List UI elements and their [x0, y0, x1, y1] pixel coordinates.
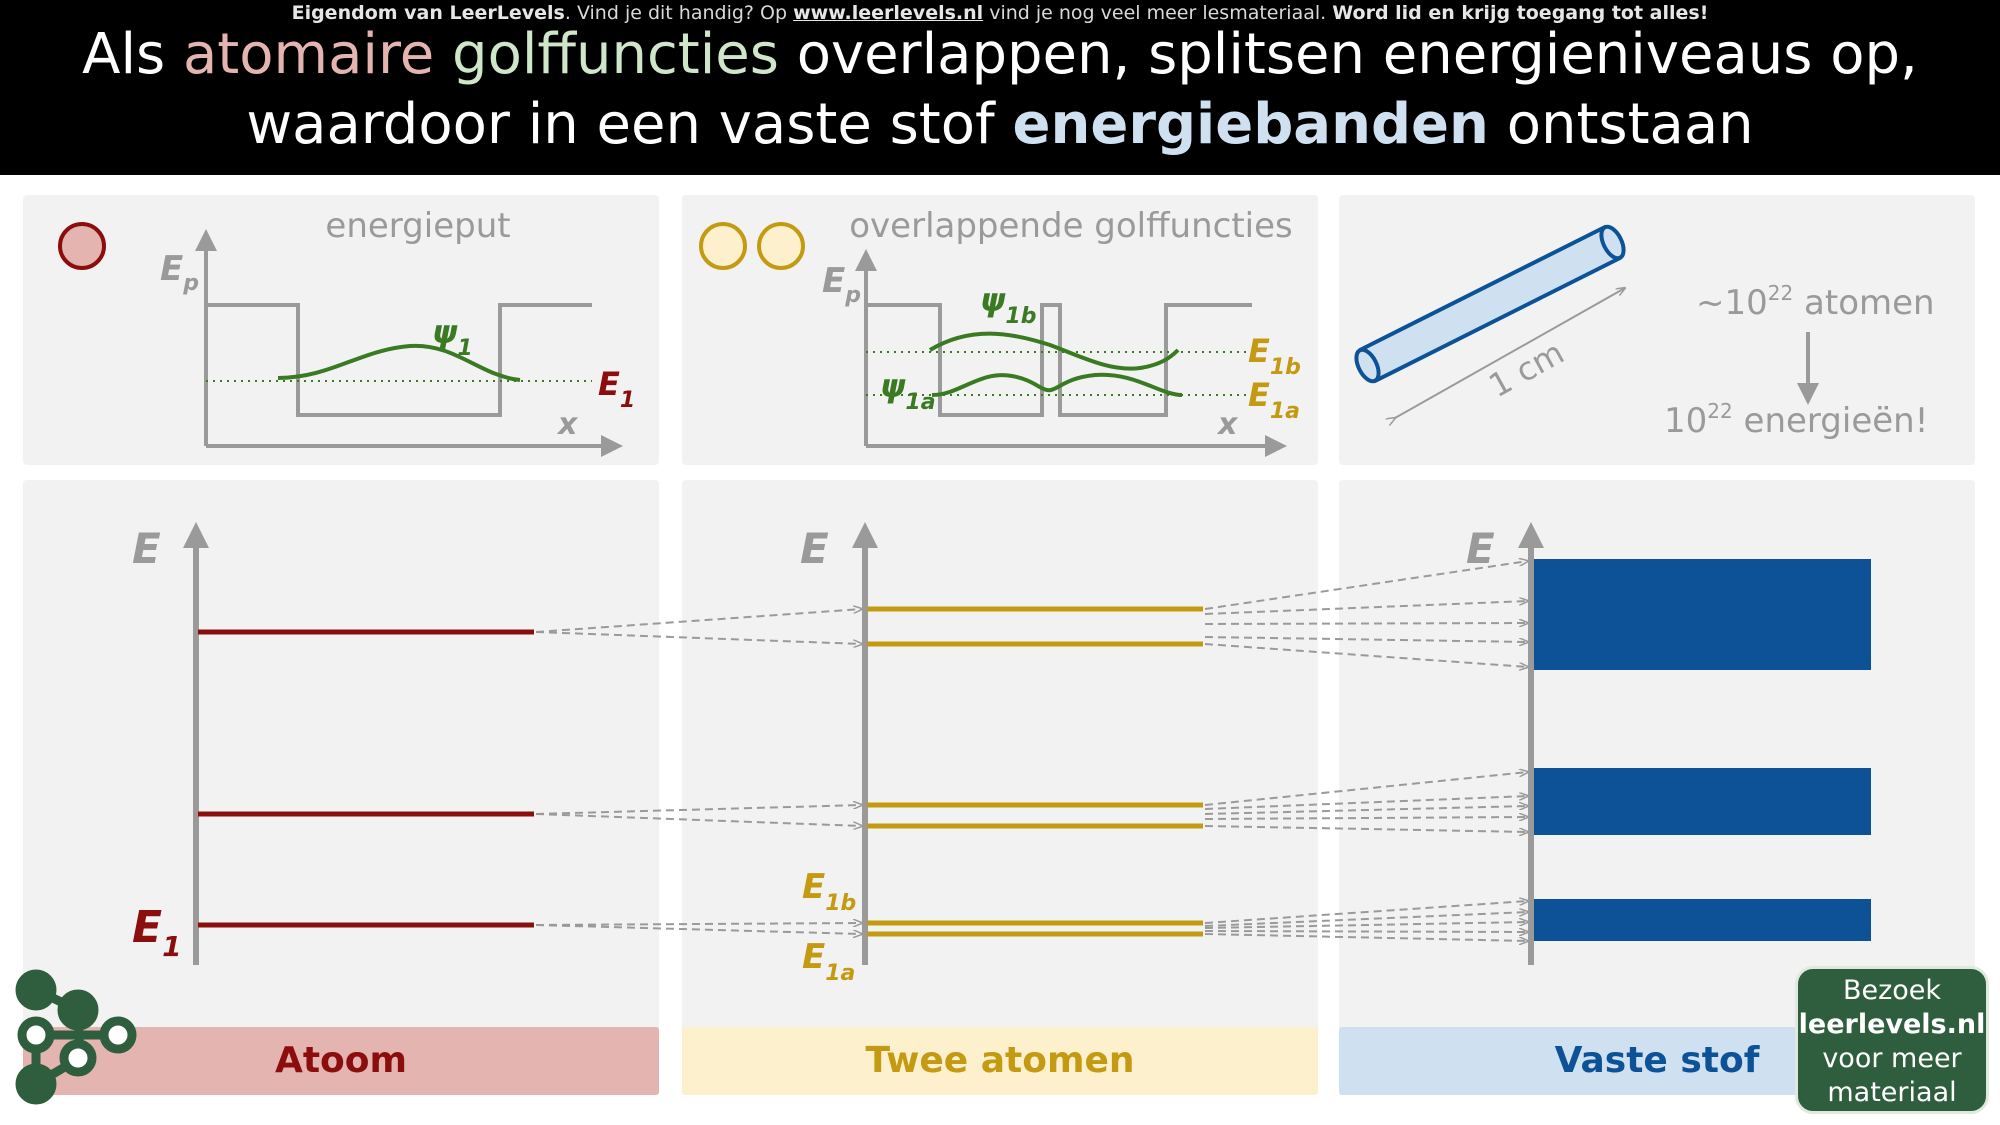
bottom-e1a-label: E1a	[802, 937, 855, 986]
ownership-credit: Eigendom van LeerLevels. Vind je dit han…	[0, 2, 2000, 24]
credit-text-after: vind je nog veel meer lesmateriaal.	[983, 2, 1333, 24]
bottom-e1b-label: E1b	[802, 867, 856, 916]
badge-url[interactable]: leerlevels.nl	[1798, 1009, 1986, 1040]
psi1-label: ψ1	[432, 313, 473, 361]
psi1b-label: ψ1b	[980, 281, 1036, 329]
solid-rod-diagram: 1 cm ~1022 atomen 1022 energieën!	[1354, 224, 1935, 441]
well-title: energieput	[325, 206, 510, 246]
title-highlight-golffuncties: golffuncties	[452, 22, 779, 87]
energy-band-3	[1534, 559, 1871, 670]
psi1a-label: ψ1a	[880, 367, 936, 415]
double-well-diagram: overlappende golffuncties Ep x ψ1b ψ1a E…	[699, 206, 1301, 457]
energies-count-label: 1022 energieën!	[1664, 399, 1928, 441]
panel-energy-well	[23, 195, 659, 465]
rod-length-arrow	[1395, 288, 1625, 418]
title-text: Als	[82, 22, 183, 87]
red-circle-icon	[58, 222, 106, 270]
leerlevels-logo	[15, 969, 137, 1105]
badge-line-1: Bezoek	[1842, 975, 1942, 1006]
energy-band-1	[1534, 899, 1871, 941]
two-atoms-level-diagram: E E1b E1a	[800, 522, 1203, 986]
energy-well-diagram: energieput Ep x ψ1 E1	[58, 206, 635, 457]
solid-band-diagram: E	[1466, 522, 1871, 965]
panel-atom-levels	[23, 480, 659, 1095]
atom-level-diagram: E E1	[132, 522, 534, 965]
double-well-x-label: x	[1216, 407, 1239, 442]
double-well-title: overlappende golffuncties	[849, 206, 1293, 246]
page-title-line-1: Als atomaire golffuncties overlappen, sp…	[0, 22, 2000, 87]
two-yellow-circles-icon	[699, 222, 805, 270]
title-text-3: waardoor in een vaste stof	[246, 92, 1013, 157]
credit-owner: Eigendom van LeerLevels	[291, 2, 565, 24]
atom-axis-label: E	[132, 524, 161, 573]
panel-two-atoms-levels	[682, 480, 1318, 1095]
well-y-label: Ep	[160, 249, 199, 296]
caption-twee-atomen: Twee atomen	[682, 1027, 1318, 1095]
psi1a-wavefunction	[931, 372, 1183, 397]
well-potential	[206, 303, 592, 417]
top-e1a-label: E1a	[1248, 376, 1300, 424]
well-x-label: x	[556, 407, 579, 442]
double-well-y-label: Ep	[822, 261, 861, 308]
title-text-4: ontstaan	[1488, 92, 1754, 157]
credit-text: . Vind je dit handig? Op	[564, 2, 794, 24]
title-text-2: overlappen, splitsen energieniveaus op,	[778, 22, 1918, 87]
psi1b-wavefunction	[928, 331, 1180, 371]
atoms-count-label: ~1022 atomen	[1696, 281, 1935, 323]
top-e1b-label: E1b	[1248, 332, 1301, 380]
blue-rod-icon	[1354, 224, 1626, 384]
credit-link[interactable]: www.leerlevels.nl	[793, 2, 984, 24]
badge-line-3: voor meer	[1822, 1043, 1962, 1074]
header-bar: Eigendom van LeerLevels. Vind je dit han…	[0, 0, 2000, 175]
visit-leerlevels-badge[interactable]: Bezoek leerlevels.nl voor meer materiaal	[1795, 966, 1989, 1114]
well-wavefunction	[277, 343, 521, 382]
title-highlight-energiebanden: energiebanden	[1012, 92, 1489, 157]
solid-axis-label: E	[1466, 524, 1495, 573]
page-title-line-2: waardoor in een vaste stof energiebanden…	[0, 92, 2000, 157]
title-highlight-atomaire: atomaire	[182, 22, 435, 87]
well-e1-label: E1	[598, 365, 635, 413]
atom-e1-label: E1	[132, 902, 182, 963]
badge-line-4: materiaal	[1827, 1077, 1957, 1108]
two-atoms-axis-label: E	[800, 524, 829, 573]
credit-cta: Word lid en krijg toegang tot alles!	[1332, 2, 1709, 24]
level-connectors	[535, 561, 1528, 941]
energy-band-2	[1534, 768, 1871, 835]
